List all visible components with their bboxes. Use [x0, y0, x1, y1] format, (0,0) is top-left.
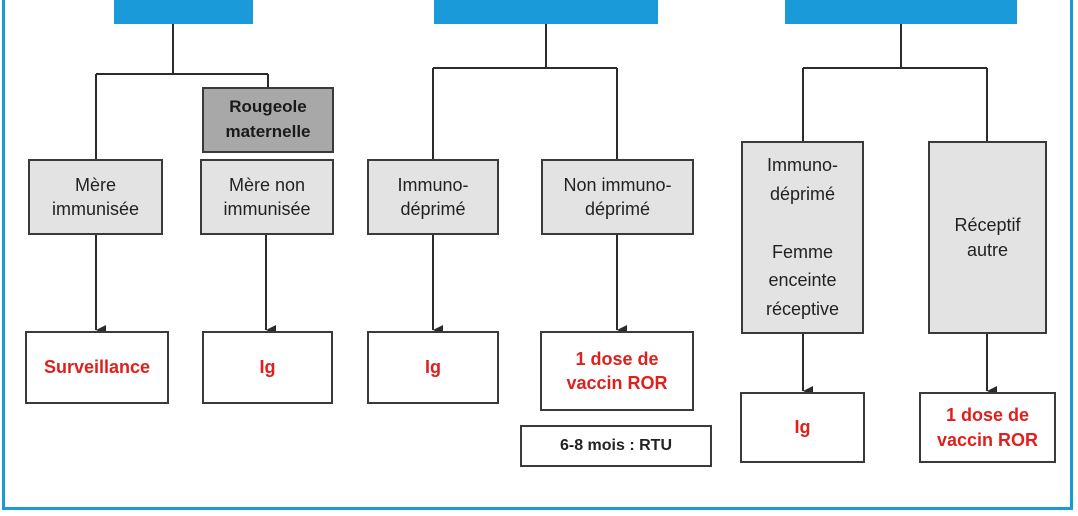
outcome-vaccin-ror-2: 1 dose de vaccin ROR	[919, 392, 1056, 463]
node-immunodeprime-femme-enceinte: Immuno- déprimé Femme enceinte réceptive	[741, 141, 864, 334]
node-immunodeprime: Immuno- déprimé	[367, 159, 499, 235]
outcome-surveillance: Surveillance	[25, 331, 169, 404]
node-rougeole-maternelle: Rougeole maternelle	[202, 87, 334, 153]
outcome-ig-3: Ig	[740, 392, 865, 463]
header-center	[434, 0, 658, 24]
outcome-vaccin-ror-1: 1 dose de vaccin ROR	[540, 331, 694, 411]
node-mere-non-immunisee: Mère non immunisée	[200, 159, 334, 235]
header-right	[785, 0, 1017, 24]
note-rtu: 6-8 mois : RTU	[520, 425, 712, 467]
header-left	[114, 0, 253, 24]
outcome-ig-2: Ig	[367, 331, 499, 404]
node-mere-immunisee: Mère immunisée	[28, 159, 163, 235]
node-receptif-autre: Réceptif autre	[928, 141, 1047, 334]
outcome-ig-1: Ig	[202, 331, 333, 404]
node-non-immunodeprime: Non immuno- déprimé	[541, 159, 694, 235]
